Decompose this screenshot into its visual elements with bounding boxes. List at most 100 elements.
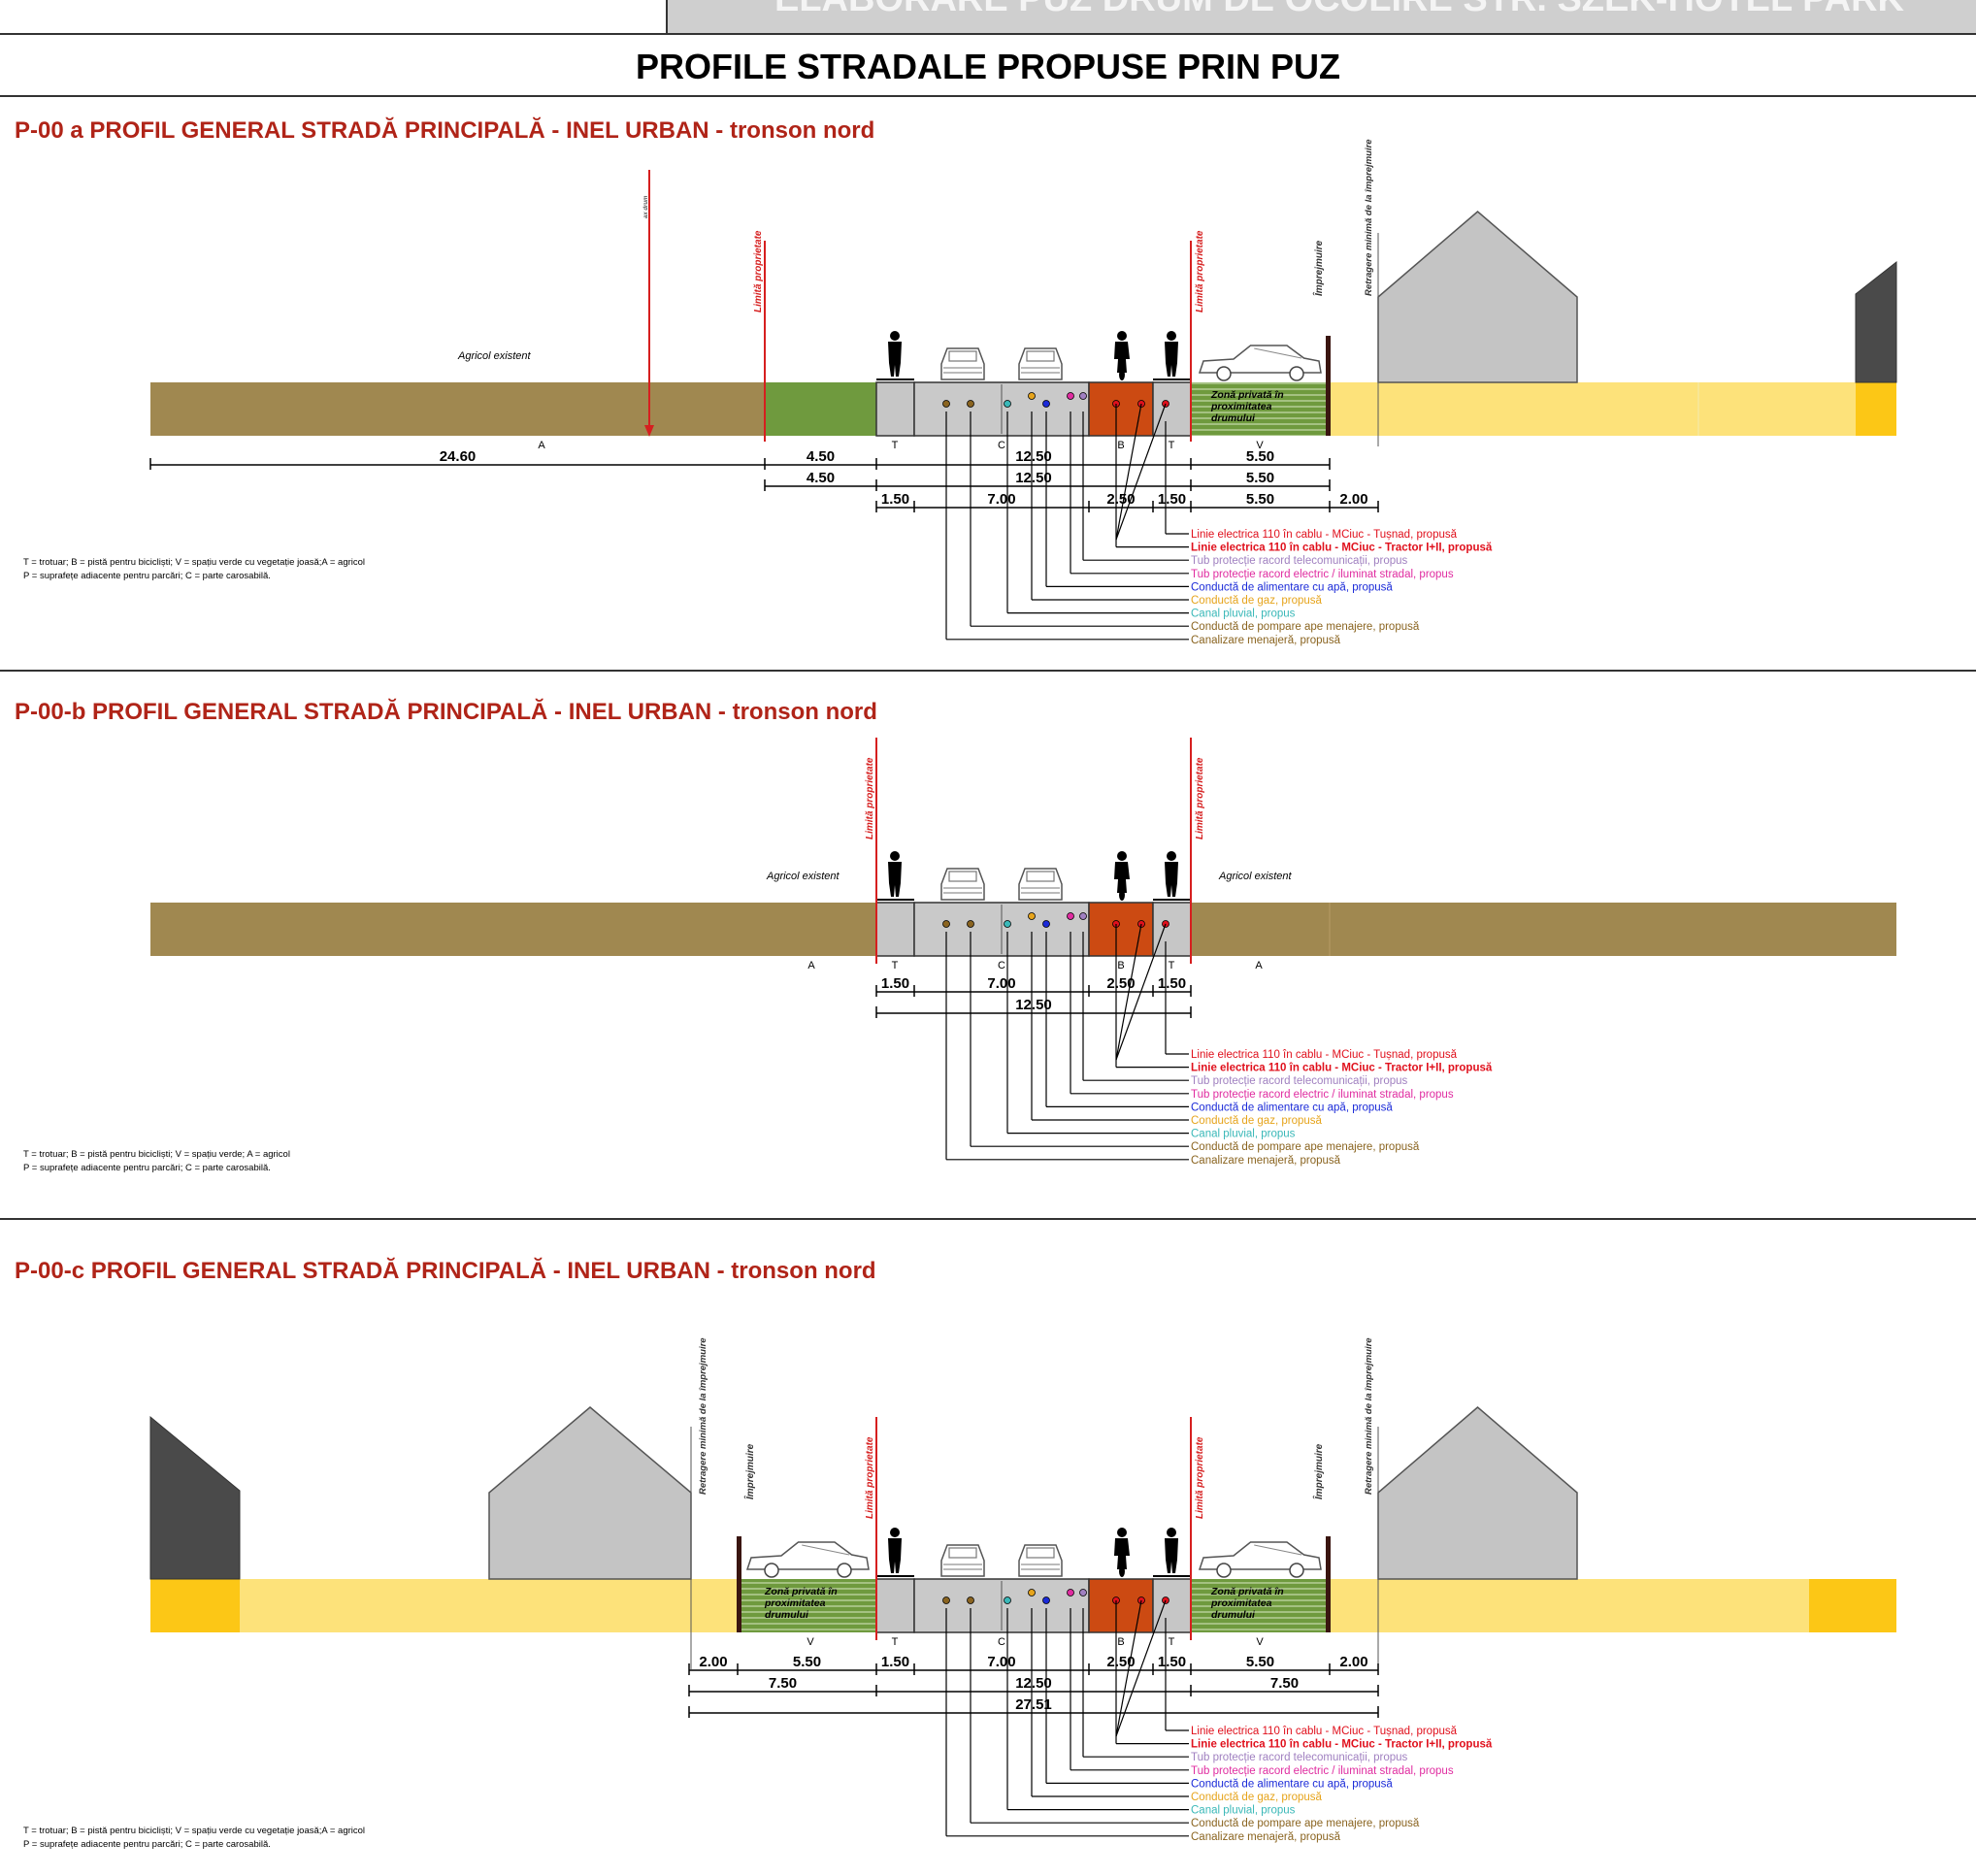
utility-pipe-dot <box>1079 912 1087 920</box>
head <box>1117 851 1127 861</box>
pedestrian-right <box>1165 331 1178 377</box>
window-line <box>1254 1544 1302 1556</box>
house-right <box>1377 211 1578 383</box>
cyclist-figure <box>1114 331 1130 380</box>
dimension-value: 12.50 <box>1015 470 1052 486</box>
utility-legend-item: Canal pluvial, propus <box>1191 609 1296 620</box>
utility-legend-item: Tub protecție racord electric / iluminat… <box>1191 569 1454 580</box>
utility-pipe-dot <box>967 920 974 928</box>
wheel-rear <box>837 1563 852 1578</box>
dimension-value: 5.50 <box>1246 448 1274 465</box>
house-dark-partial <box>1855 260 1897 383</box>
dimension-value: 1.50 <box>1158 1654 1186 1670</box>
yard-ground-left <box>240 1579 738 1632</box>
cyclist-figure <box>1114 851 1130 901</box>
utility-pipe-dot <box>1067 1589 1074 1596</box>
head <box>1117 1528 1127 1537</box>
leader-cable <box>1115 923 1142 1061</box>
utility-pipe-dot <box>1079 392 1087 400</box>
cyclist-figure <box>1114 1528 1130 1577</box>
body <box>1114 862 1130 893</box>
head <box>1167 851 1176 861</box>
windshield <box>1026 1547 1055 1559</box>
section-separator-1 <box>0 670 1976 672</box>
agricol-label: Agricol existent <box>1218 871 1293 882</box>
dimension-value: 27.51 <box>1015 1696 1052 1713</box>
utility-legend-item: Tub protecție racord telecomunicații, pr… <box>1191 555 1408 567</box>
abbreviation-legend: P = suprafețe adiacente pentru parcări; … <box>23 571 271 581</box>
utility-legend-item: Tub protecție racord electric / iluminat… <box>1191 1089 1454 1101</box>
body <box>888 862 902 897</box>
car-front-view <box>940 868 985 901</box>
utility-legend-item: Tub protecție racord telecomunicații, pr… <box>1191 1752 1408 1763</box>
utility-pipe-dot <box>1004 1596 1011 1604</box>
zone-letter: A <box>538 440 545 451</box>
abbreviation-legend: T = trotuar; B = pistă pentru bicicliști… <box>23 1149 290 1160</box>
utility-pipe-dot <box>1079 1589 1087 1596</box>
utility-pipe-dot <box>1042 920 1050 928</box>
setback-label: Retragere minimă de la împrejmuire <box>1364 139 1374 296</box>
dimension-value: 2.50 <box>1106 1654 1135 1670</box>
zone-letter: V <box>1256 440 1264 451</box>
private-zone-label: Zonă privată în <box>1210 1586 1284 1597</box>
green-strip <box>765 382 876 436</box>
wheel-rear <box>1289 366 1304 381</box>
dimension-value: 12.50 <box>1015 1675 1052 1692</box>
leader-cable <box>1115 1599 1167 1737</box>
bike-lane <box>1088 1578 1154 1633</box>
abbreviation-legend: P = suprafețe adiacente pentru parcări; … <box>23 1163 271 1173</box>
utility-legend-item: Linie electrica 110 în cablu - MCiuc - T… <box>1191 1726 1458 1737</box>
utility-legend-item: Linie electrica 110 în cablu - MCiuc - T… <box>1191 1739 1493 1751</box>
car-body <box>745 1541 870 1570</box>
private-zone-label: Zonă privată în <box>1210 389 1284 401</box>
body <box>1165 862 1178 897</box>
zone-letter: B <box>1117 1636 1124 1648</box>
title-separator <box>0 95 1976 97</box>
agricol-ground <box>150 382 765 436</box>
dimension-value: 4.50 <box>807 470 835 486</box>
road-axis-arrowhead <box>644 425 654 437</box>
abbreviation-legend: P = suprafețe adiacente pentru parcări; … <box>23 1839 271 1850</box>
sidewalk-left <box>875 1578 915 1633</box>
sidewalk-right <box>1152 1578 1192 1633</box>
wheel <box>1119 889 1125 901</box>
profile-b-title: P-00-b PROFIL GENERAL STRADĂ PRINCIPALĂ … <box>15 699 877 725</box>
dimension-value: 4.50 <box>807 448 835 465</box>
dimension-value: 24.60 <box>440 448 477 465</box>
dimension-value: 1.50 <box>1158 975 1186 992</box>
utility-legend-item: Conductă de alimentare cu apă, propusă <box>1191 1778 1393 1790</box>
dimension-value: 1.50 <box>881 491 909 508</box>
body <box>888 342 902 377</box>
utility-legend-item: Linie electrica 110 în cablu - MCiuc - T… <box>1191 529 1458 541</box>
top-bar-left <box>0 0 668 35</box>
zone-letter: C <box>998 960 1005 971</box>
utility-pipe-dot <box>942 400 950 408</box>
wheel-rear <box>1289 1563 1304 1578</box>
utility-legend-item: Tub protecție racord electric / iluminat… <box>1191 1765 1454 1777</box>
agricol-ground-left <box>150 903 876 956</box>
windshield <box>948 350 977 362</box>
dimension-value: 12.50 <box>1015 997 1052 1013</box>
parked-car-side <box>1198 1541 1322 1578</box>
fence-post <box>1326 336 1331 436</box>
body <box>1165 342 1178 377</box>
car-body <box>1198 345 1322 374</box>
fence-label: Împrejmuire <box>743 1443 756 1499</box>
bike-lane <box>1088 902 1154 957</box>
sidewalk-left <box>875 902 915 957</box>
top-bar-banner: ELABORARE PUZ DRUM DE OCOLIRE STR. SZEK-… <box>668 0 1976 35</box>
property-line-label: Limită proprietate <box>1195 230 1205 313</box>
fence-label: Împrejmuire <box>1312 1443 1325 1499</box>
dimension-value: 7.50 <box>769 1675 797 1692</box>
private-zone-strip-right <box>1191 1579 1330 1632</box>
dimension-value: 1.50 <box>881 1654 909 1670</box>
dimension-value: 7.00 <box>987 1654 1015 1670</box>
dimension-value: 2.00 <box>1339 1654 1367 1670</box>
zone-letter: C <box>998 1636 1005 1648</box>
utility-legend-item: Conductă de alimentare cu apă, propusă <box>1191 581 1393 593</box>
zone-letter: A <box>1255 960 1263 971</box>
property-line-label: Limită proprietate <box>1195 1436 1205 1519</box>
utility-legend-item: Canalizare menajeră, propusă <box>1191 635 1341 646</box>
sidewalk-right <box>1152 902 1192 957</box>
